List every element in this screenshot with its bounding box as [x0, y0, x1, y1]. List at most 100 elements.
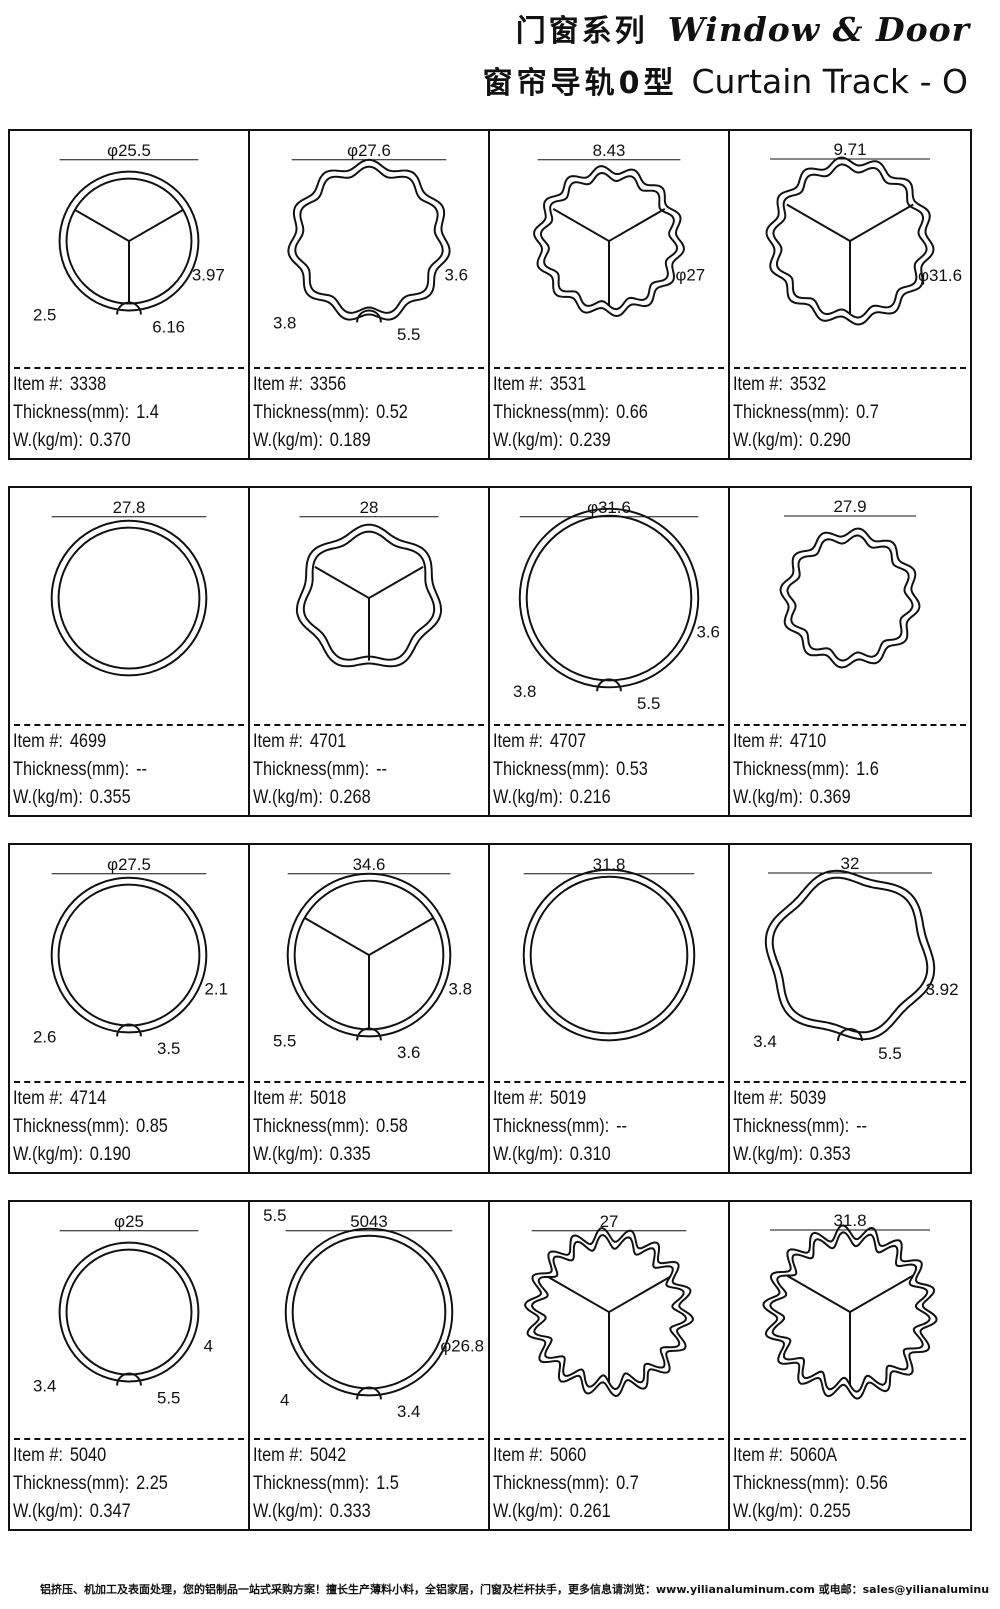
thickness-label: Thickness(mm): [733, 402, 850, 423]
weight-label: W.(kg/m): [253, 430, 323, 451]
item-number-line: Item #:5019 [493, 1085, 693, 1113]
thickness-value: -- [856, 1116, 867, 1137]
weight-label: W.(kg/m): [253, 1501, 323, 1522]
dimension-label: 4 [204, 1337, 213, 1356]
header-series: 门窗系列 Window & Door [516, 6, 970, 50]
item-number-line: Item #:4714 [13, 1085, 213, 1113]
weight-value: 0.369 [809, 787, 851, 808]
item-number-label: Item #: [13, 1088, 63, 1109]
profile-drawing: 31.8 [762, 1211, 938, 1400]
dimension-label: 5.5 [878, 1044, 902, 1063]
thickness-value: 0.66 [616, 402, 648, 423]
item-number-line: Item #:3338 [13, 371, 213, 399]
item-number-line: Item #:3532 [733, 371, 935, 399]
dimension-label: 4 [280, 1390, 289, 1409]
dimension-label: φ31.6 [918, 266, 962, 285]
dimension-label: 2.1 [205, 980, 228, 999]
profile-drawing: 28 [295, 498, 443, 668]
weight-label: W.(kg/m): [733, 1501, 803, 1522]
subtitle-cn: 窗帘导轨0型 [482, 66, 678, 101]
item-number-value: 5042 [309, 1445, 347, 1466]
dimension-label: 5.5 [637, 694, 660, 713]
header-subtitle: 窗帘导轨0型 Curtain Track - O [483, 58, 968, 104]
thickness-label: Thickness(mm): [733, 759, 850, 780]
item-number-label: Item #: [493, 731, 543, 752]
thickness-line: Thickness(mm):0.85 [13, 1113, 213, 1141]
item-number-value: 5018 [309, 1088, 347, 1109]
weight-line: W.(kg/m):0.335 [253, 1141, 453, 1169]
thickness-line: Thickness(mm):-- [13, 756, 213, 784]
item-number-value: 4710 [789, 731, 827, 752]
item-number-label: Item #: [733, 1088, 783, 1109]
thickness-line: Thickness(mm):1.4 [13, 399, 213, 427]
weight-label: W.(kg/m): [253, 787, 323, 808]
dimension-label: 3.6 [696, 623, 719, 642]
item-number-label: Item #: [733, 731, 783, 752]
thickness-label: Thickness(mm): [493, 402, 610, 423]
weight-line: W.(kg/m): 0.261 [493, 1498, 693, 1526]
weight-line: W.(kg/m): 0.290 [733, 427, 935, 455]
subtitle-en: Curtain Track - O [691, 62, 968, 101]
dimension-label: φ27.6 [347, 141, 391, 160]
item-number-value: 3338 [69, 374, 107, 395]
weight-label: W.(kg/m): [733, 430, 803, 451]
dimension-label: 3.6 [397, 1043, 420, 1062]
profile-drawing: φ31.63.63.85.5 [513, 498, 720, 713]
item-number-line: Item #:4707 [493, 728, 693, 756]
thickness-value: 1.4 [136, 402, 159, 423]
weight-value: 0.290 [809, 430, 851, 451]
weight-value: 0.239 [569, 430, 611, 451]
weight-line: W.(kg/m):0.355 [13, 784, 213, 812]
item-number-label: Item #: [253, 1445, 303, 1466]
item-number-label: Item #: [493, 1088, 543, 1109]
dimension-label: 31.8 [593, 855, 626, 874]
thickness-label: Thickness(mm): [493, 1473, 610, 1494]
dimension-label: 3.5 [157, 1039, 180, 1058]
dimension-label: 3.97 [192, 266, 225, 285]
dimension-label: 8.43 [593, 141, 626, 160]
dashed-divider [494, 1081, 724, 1083]
thickness-value: 1.5 [376, 1473, 399, 1494]
series-title-en: Window & Door [667, 10, 970, 49]
weight-value: 0.261 [569, 1501, 611, 1522]
dimension-label: φ27 [675, 266, 705, 285]
dimension-label: 27 [600, 1212, 619, 1231]
item-number-label: Item #: [253, 374, 303, 395]
item-number-line: Item #:5040 [13, 1442, 213, 1470]
thickness-line: Thickness(mm):2.25 [13, 1470, 213, 1498]
weight-line: W.(kg/m):0.190 [13, 1141, 213, 1169]
dashed-divider [14, 724, 244, 726]
weight-value: 0.268 [329, 787, 371, 808]
weight-value: 0.190 [89, 1144, 131, 1165]
thickness-label: Thickness(mm): [493, 759, 610, 780]
thickness-value: -- [616, 1116, 627, 1137]
dimension-label: 3.6 [445, 266, 468, 285]
thickness-label: Thickness(mm): [13, 1116, 130, 1137]
weight-value: 0.353 [809, 1144, 851, 1165]
dimension-label: φ31.6 [587, 498, 631, 517]
dimension-label: 34.6 [353, 855, 386, 874]
item-number-label: Item #: [253, 1088, 303, 1109]
dashed-divider [494, 724, 724, 726]
weight-line: W.(kg/m):0.239 [493, 427, 693, 455]
dimension-label: 2.6 [33, 1027, 56, 1046]
dimension-label: 9.71 [833, 140, 866, 159]
item-number-value: 3531 [549, 374, 587, 395]
dashed-divider [494, 1438, 724, 1440]
weight-label: W.(kg/m): [493, 1501, 563, 1522]
item-number-line: Item #: 4710 [733, 728, 935, 756]
